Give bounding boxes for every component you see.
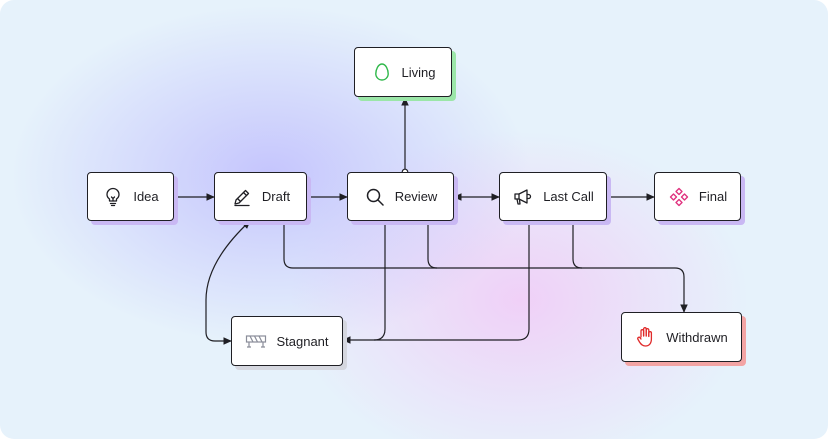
edge-lastcall-withdrawn bbox=[572, 221, 583, 269]
pencil-icon bbox=[231, 186, 253, 208]
node-idea-label: Idea bbox=[133, 189, 159, 204]
diamond-cluster-icon bbox=[668, 186, 690, 208]
edge-lastcall-stagnant bbox=[342, 221, 530, 344]
magnifier-icon bbox=[364, 186, 386, 208]
node-living[interactable]: Living bbox=[354, 47, 452, 97]
node-withdrawn[interactable]: Withdrawn bbox=[621, 312, 742, 362]
edge-draft-stagnant bbox=[205, 220, 251, 345]
egg-icon bbox=[371, 61, 393, 83]
barrier-icon bbox=[245, 330, 267, 352]
node-stagnant[interactable]: Stagnant bbox=[231, 316, 343, 366]
node-draft[interactable]: Draft bbox=[214, 172, 307, 221]
node-final[interactable]: Final bbox=[654, 172, 741, 221]
edge-review-stagnant bbox=[373, 221, 386, 341]
node-final-label: Final bbox=[698, 189, 728, 204]
node-idea[interactable]: Idea bbox=[87, 172, 174, 221]
hand-icon bbox=[635, 326, 657, 348]
edge-review-withdrawn bbox=[427, 221, 438, 269]
node-stagnant-label: Stagnant bbox=[276, 333, 329, 349]
node-withdrawn-label: Withdrawn bbox=[666, 329, 728, 345]
node-last-call-label: Last Call bbox=[543, 189, 594, 204]
node-review-label: Review bbox=[394, 189, 438, 204]
edge-draft-withdrawn bbox=[283, 221, 688, 313]
lightbulb-icon bbox=[102, 186, 124, 208]
megaphone-icon bbox=[512, 186, 534, 208]
node-last-call[interactable]: Last Call bbox=[499, 172, 607, 221]
node-living-label: Living bbox=[401, 64, 436, 80]
node-draft-label: Draft bbox=[261, 189, 291, 204]
node-review[interactable]: Review bbox=[347, 172, 454, 221]
